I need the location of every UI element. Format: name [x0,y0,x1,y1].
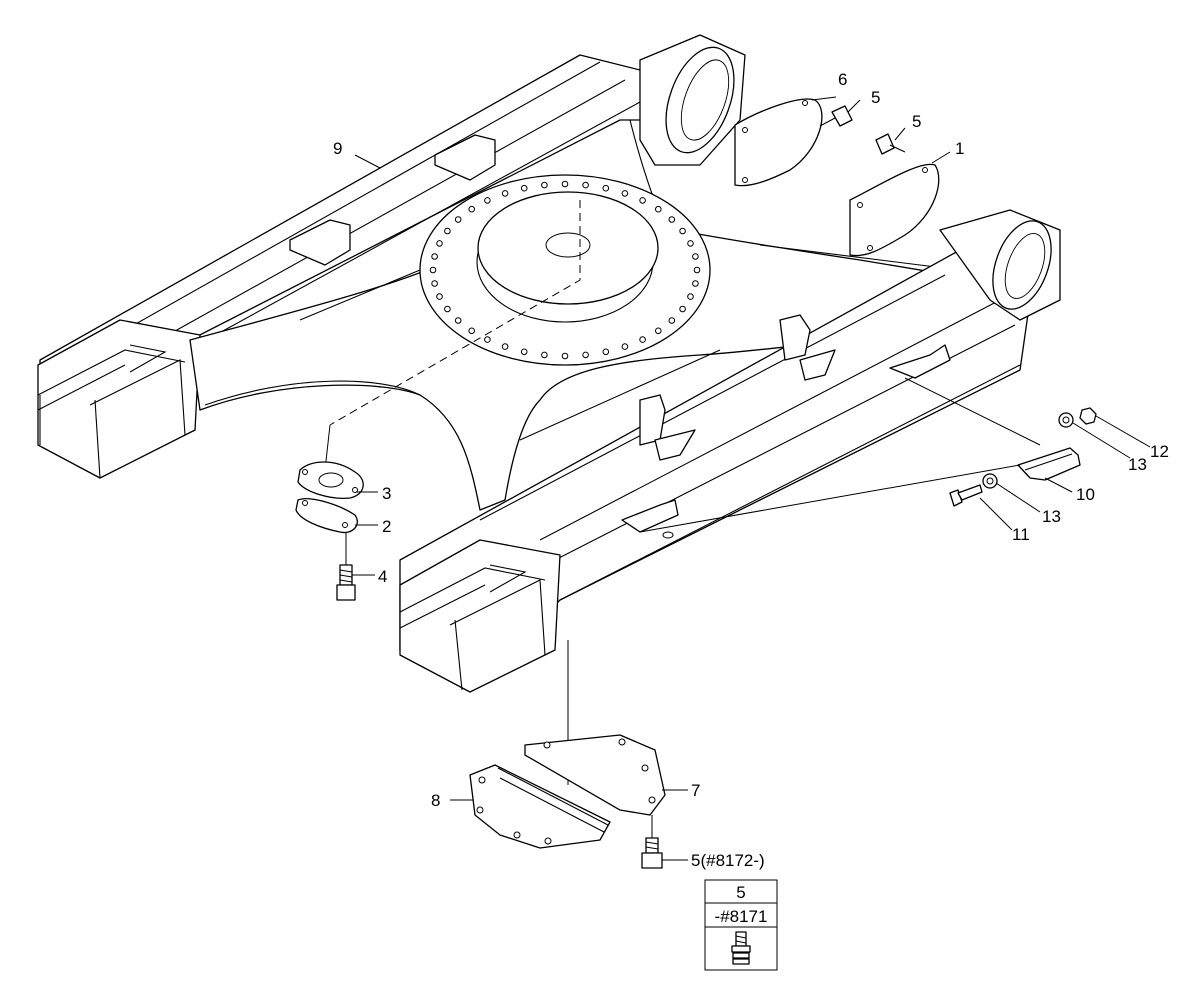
bolt-hole [484,336,491,343]
bolt-hole [602,184,610,192]
bolt-hole [679,227,686,235]
washer-13-upper [1058,412,1074,428]
callout-leaders [352,96,1151,861]
callout-7: 7 [691,781,700,800]
bolt-5-lower [641,837,663,869]
bolt-hole [668,317,676,324]
bolt-hole [520,348,528,356]
bolt-hole [582,351,589,359]
bolt-hole [444,305,451,313]
bolt-hole [621,190,629,197]
bolt-hole [501,190,509,197]
bolt-hole [582,181,589,189]
track-guide-10 [1017,447,1081,481]
serial-inset-table: 5 -#8171 [704,879,778,971]
bolt-hole [444,227,451,235]
centerline [329,200,581,426]
callout-1: 1 [955,139,964,158]
callout-6: 6 [838,70,847,89]
bolt-hole [655,205,662,213]
callout-4: 4 [378,567,387,586]
bolt-hole [436,240,443,247]
track-guide-line-lower [639,464,1021,533]
washer-13-lower [982,473,998,489]
bolt-hole [436,293,443,300]
cover-plate-1 [849,163,940,257]
under-cover-7 [524,734,666,816]
bolt-hole [468,327,476,335]
bolt-hole [692,253,699,260]
track-guide-line-10 [904,377,1041,446]
bolt-hole [454,317,462,324]
bolt-hole [668,216,676,223]
bolt-hole [541,351,548,359]
inset-part-number: 5 [736,883,745,902]
nut-12 [1079,407,1097,425]
bolt-hole [687,293,694,300]
bolt-hole [602,348,610,356]
bolt-hole [639,197,646,204]
bolt-hole [501,343,509,350]
callout-8: 8 [431,791,440,810]
inset-serial-range: -#8171 [715,907,768,926]
callout-5-b: 5 [912,112,921,131]
inset-bolt-icon [731,931,751,965]
callout-9: 9 [333,139,342,158]
under-cover-8 [469,764,611,849]
bolt-4 [336,564,356,601]
bolt-hole [520,184,528,192]
bolt-hole [431,253,438,260]
callout-2: 2 [382,517,391,536]
bolt-hole [687,240,694,247]
bolt-hole [561,180,569,188]
shim-plate-2 [295,498,358,534]
bolt-11 [949,484,983,507]
callout-5-a: 5 [871,88,880,107]
track-frame [37,34,1061,693]
bearing-bolt-holes [429,180,701,360]
shim-plate-3 [297,461,364,499]
swing-bearing-ring [419,174,711,366]
bolt-hole [621,343,629,350]
bolt-hole [431,280,438,287]
cover-plate-6 [734,98,823,187]
bolt-hole [468,205,476,213]
callout-13-b: 13 [1042,507,1061,526]
bolt-hole [692,280,699,287]
bolt-hole [561,352,569,360]
bolt-hole [484,197,491,204]
callout-12: 12 [1150,442,1169,461]
bolt-5-upper [819,105,853,127]
callout-11: 11 [1012,525,1030,544]
bolt-hole [454,216,462,223]
bolt-hole [429,266,437,274]
bolt-hole [655,327,662,335]
bolt-5-middle [875,133,906,155]
callout-13-a: 13 [1128,455,1147,474]
callout-5-c: 5(#8172-) [691,851,765,870]
bolt-hole [693,266,701,274]
callout-3: 3 [382,484,391,503]
callout-10: 10 [1076,485,1095,504]
bolt-hole [679,305,686,313]
bolt-hole [541,181,548,189]
bolt-hole [639,336,646,343]
